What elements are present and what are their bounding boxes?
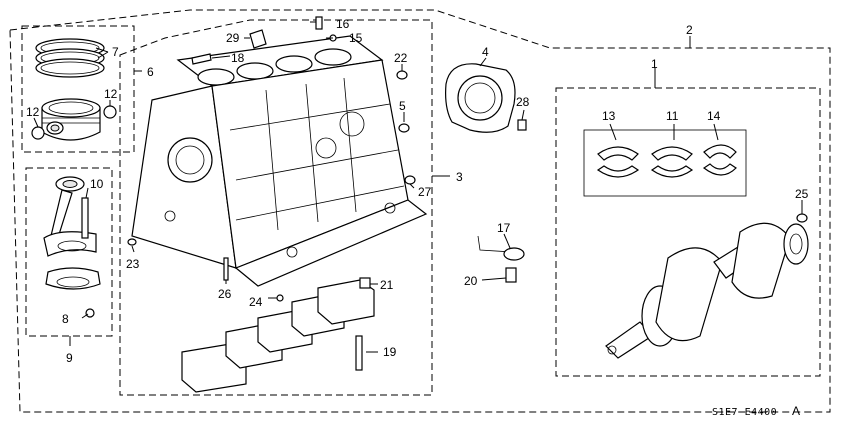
connecting-rod — [43, 176, 101, 318]
callout-14: 14 — [707, 109, 721, 123]
callout-12a: 12 — [26, 105, 40, 119]
callout-24: 24 — [249, 295, 263, 309]
oil-jet-assembly — [477, 235, 525, 283]
callout-11: 11 — [666, 109, 679, 123]
callout-2: 2 — [686, 23, 693, 37]
piston-rings — [35, 38, 105, 78]
outline-bearing-group — [583, 129, 747, 197]
crankshaft — [605, 213, 809, 359]
callout-28: 28 — [516, 95, 530, 109]
callout-13: 13 — [602, 109, 616, 123]
diagram-code-text: S1E7-E4400 — [712, 407, 777, 418]
callout-9: 9 — [66, 351, 73, 365]
callout-4: 4 — [482, 45, 489, 59]
callout-27: 27 — [418, 185, 432, 199]
block-small-parts — [127, 16, 416, 281]
piston — [41, 98, 101, 141]
callout-6: 6 — [147, 65, 154, 79]
callout-3: 3 — [456, 170, 463, 184]
callout-21: 21 — [380, 278, 394, 292]
callout-16: 16 — [336, 17, 350, 31]
callout-labels: 1 2 3 4 5 6 7 8 9 10 11 12 12 13 14 15 1… — [26, 17, 809, 365]
callout-26: 26 — [218, 287, 232, 301]
cylinder-block — [131, 35, 428, 287]
callout-1: 1 — [651, 57, 658, 71]
leader-lines — [33, 21, 803, 353]
callout-17: 17 — [497, 221, 511, 235]
callout-22: 22 — [394, 51, 408, 65]
outline-crankshaft-set — [555, 87, 821, 377]
callout-7: 7 — [112, 45, 119, 59]
callout-5: 5 — [399, 99, 406, 113]
callout-8: 8 — [62, 312, 69, 326]
callout-15: 15 — [349, 31, 363, 45]
callout-18: 18 — [231, 51, 245, 65]
oil-seal-housing — [445, 63, 527, 133]
callout-19: 19 — [383, 345, 397, 359]
callout-29: 29 — [226, 31, 240, 45]
bearing-shells — [596, 144, 737, 178]
callout-12b: 12 — [104, 87, 118, 101]
outline-connecting-rod — [25, 167, 113, 337]
diagram-code: S1E7-E4400 A — [712, 404, 800, 418]
outline-cylinder-block — [119, 19, 433, 396]
outline-piston-set — [21, 25, 135, 153]
main-bearing-caps — [181, 277, 375, 393]
callout-23: 23 — [126, 257, 140, 271]
callout-10: 10 — [90, 177, 104, 191]
callout-25: 25 — [795, 187, 809, 201]
callout-20: 20 — [464, 274, 478, 288]
diagram-code-suffix: A — [792, 404, 800, 418]
